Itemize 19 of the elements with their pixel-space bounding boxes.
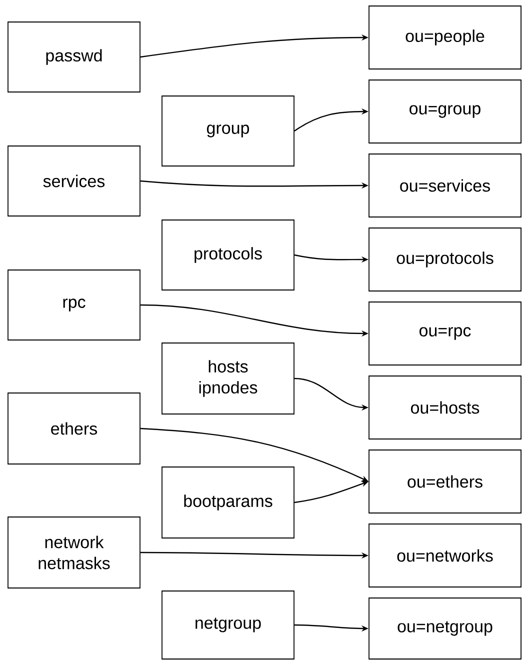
target-box: ou=people (368, 6, 522, 70)
target-box: ou=services (368, 154, 522, 218)
source-box: ethers (8, 392, 140, 464)
source-box: services (8, 146, 140, 216)
source-box: hosts ipnodes (162, 342, 294, 414)
target-box: ou=networks (368, 524, 522, 588)
target-box: ou=group (368, 80, 522, 144)
target-box: ou=netgroup (368, 598, 522, 660)
source-box: passwd (8, 22, 140, 92)
source-box: protocols (162, 220, 294, 290)
target-box: ou=rpc (368, 302, 522, 366)
source-box: group (162, 96, 294, 166)
source-box: bootparams (162, 466, 294, 538)
target-box: ou=ethers (368, 450, 522, 514)
source-box: netgroup (162, 590, 294, 660)
target-box: ou=protocols (368, 228, 522, 292)
source-box: network netmasks (8, 516, 140, 588)
target-box: ou=hosts (368, 376, 522, 440)
source-box: rpc (8, 270, 140, 340)
